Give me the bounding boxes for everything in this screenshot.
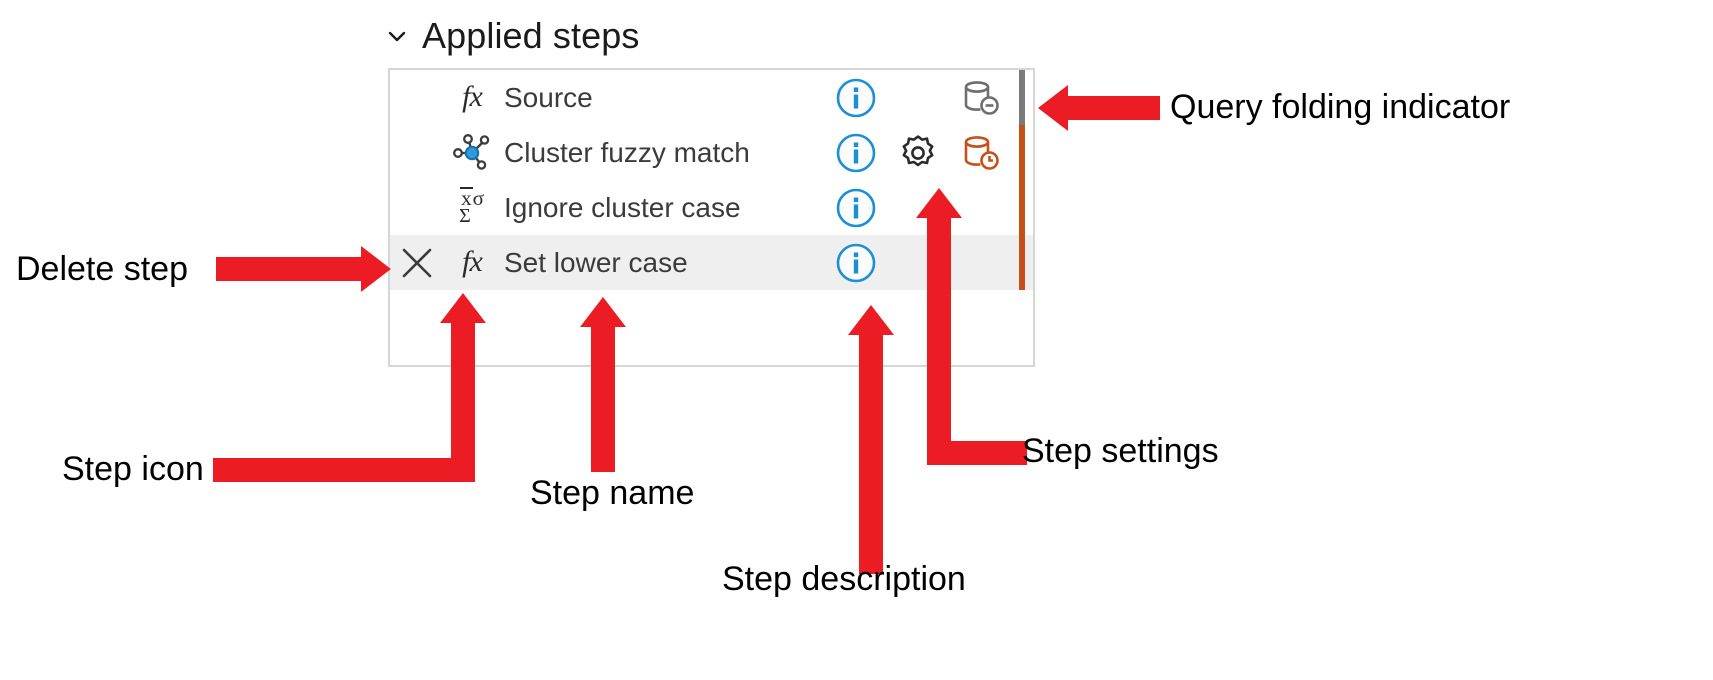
step-description-button[interactable] bbox=[825, 70, 887, 125]
chevron-down-icon[interactable] bbox=[386, 25, 408, 47]
delete-step-slot bbox=[390, 180, 444, 235]
gear-icon bbox=[902, 134, 934, 166]
arrow-shaft bbox=[1068, 96, 1160, 120]
folding-bar-gray bbox=[1019, 70, 1025, 125]
step-settings-slot bbox=[887, 70, 949, 125]
close-x-icon bbox=[402, 248, 432, 277]
info-icon bbox=[836, 188, 876, 227]
step-icon-fx: fx bbox=[444, 235, 500, 290]
folding-bar-cell bbox=[1011, 235, 1033, 290]
folding-bar-orange bbox=[1019, 235, 1025, 290]
query-folding-slot bbox=[949, 235, 1011, 290]
folding-bar-cell bbox=[1011, 70, 1033, 125]
info-icon bbox=[836, 78, 876, 117]
arrow-shaft-vertical bbox=[927, 215, 951, 465]
step-row-cluster-fuzzy-match[interactable]: Cluster fuzzy match bbox=[390, 125, 1033, 180]
query-folding-indicator-source[interactable] bbox=[949, 70, 1011, 125]
query-folding-indicator-cluster[interactable] bbox=[949, 125, 1011, 180]
step-name-label: Set lower case bbox=[504, 246, 688, 278]
info-icon bbox=[836, 133, 876, 172]
arrow-head-up bbox=[848, 305, 894, 335]
applied-steps-header[interactable]: Applied steps bbox=[386, 12, 639, 60]
info-icon bbox=[836, 243, 876, 282]
step-name-label: Source bbox=[504, 81, 593, 113]
step-name-label: Ignore cluster case bbox=[504, 191, 741, 223]
arrow-head-left bbox=[1038, 85, 1068, 131]
step-icon-fx: fx bbox=[444, 70, 500, 125]
fx-icon: fx bbox=[462, 244, 483, 278]
delete-step-button[interactable] bbox=[390, 235, 444, 290]
arrow-head-up bbox=[916, 188, 962, 218]
database-minus-icon bbox=[964, 80, 999, 115]
folding-bar-orange bbox=[1019, 180, 1025, 235]
annotation-label-delete-step: Delete step bbox=[16, 250, 188, 288]
arrow-shaft-horizontal bbox=[213, 458, 475, 482]
folding-bar-cell bbox=[1011, 180, 1033, 235]
step-icon-cluster bbox=[444, 125, 500, 180]
step-settings-button[interactable] bbox=[887, 125, 949, 180]
page-title: Applied steps bbox=[422, 15, 640, 56]
annotation-label-step-settings: Step settings bbox=[1022, 432, 1219, 470]
fx-icon: fx bbox=[462, 79, 483, 113]
arrow-head-right bbox=[361, 246, 391, 292]
arrow-shaft-horizontal bbox=[927, 441, 1027, 465]
arrow-shaft-vertical bbox=[591, 322, 615, 472]
arrow-shaft-vertical bbox=[451, 318, 475, 482]
cluster-graph-icon bbox=[453, 133, 490, 170]
annotation-label-step-description: Step description bbox=[722, 560, 966, 598]
arrow-shaft-vertical bbox=[859, 330, 883, 574]
step-row-set-lower-case[interactable]: fx Set lower case bbox=[390, 235, 1033, 290]
annotation-label-step-icon: Step icon bbox=[62, 450, 204, 488]
statistics-icon: xσ Σ bbox=[459, 186, 484, 227]
annotation-label-query-folding: Query folding indicator bbox=[1170, 88, 1511, 126]
step-row-source[interactable]: fx Source bbox=[390, 70, 1033, 125]
delete-step-slot bbox=[390, 125, 444, 180]
step-icon-statistics: xσ Σ bbox=[444, 180, 500, 235]
step-description-button[interactable] bbox=[825, 125, 887, 180]
database-clock-icon bbox=[964, 135, 999, 170]
annotation-label-step-name: Step name bbox=[530, 474, 695, 512]
folding-bar-orange bbox=[1019, 125, 1025, 180]
delete-step-slot bbox=[390, 70, 444, 125]
step-name-label: Cluster fuzzy match bbox=[504, 136, 750, 168]
arrow-head-up bbox=[440, 293, 486, 323]
step-description-button[interactable] bbox=[825, 180, 887, 235]
arrow-shaft bbox=[216, 257, 361, 281]
step-description-button[interactable] bbox=[825, 235, 887, 290]
arrow-head-up bbox=[580, 297, 626, 327]
folding-bar-cell bbox=[1011, 125, 1033, 180]
step-row-ignore-cluster-case[interactable]: xσ Σ Ignore cluster case bbox=[390, 180, 1033, 235]
